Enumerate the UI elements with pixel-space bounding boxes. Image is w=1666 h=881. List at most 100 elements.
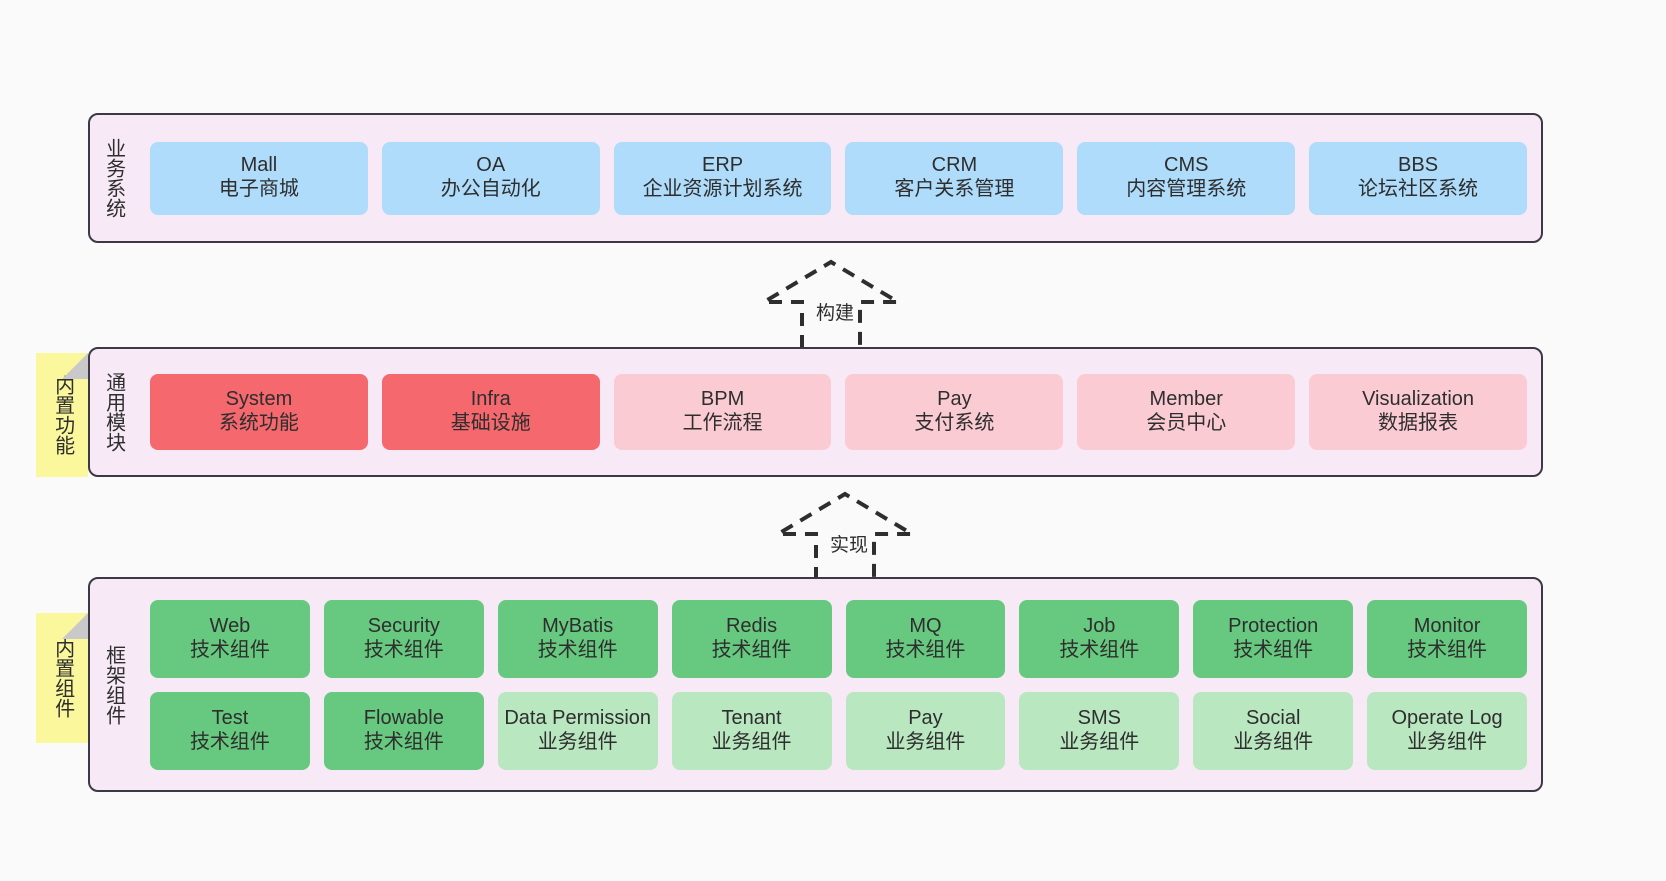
layer-business-label: 业务系统 [102,138,125,218]
framework-item-sms[interactable]: SMS 业务组件 [1019,691,1180,770]
sticky-note-builtin-features: 内置功能 [36,353,88,477]
framework-item-redis[interactable]: Redis 技术组件 [671,599,832,678]
item-desc: 基础设施 [450,412,531,434]
item-name: OA [476,154,506,177]
item-name: Security [367,614,440,637]
item-name: SMS [1077,706,1121,729]
framework-item-data-permission[interactable]: Data Permission 业务组件 [497,691,658,770]
item-desc: 技术组件 [711,638,792,661]
connector-build-label: 构建 [816,303,855,324]
modules-row: System 系统功能 Infra 基础设施 BPM 工作流程 Pay 支付系统… [150,374,1527,450]
item-desc: 数据报表 [1378,412,1459,434]
item-desc: 论坛社区系统 [1358,178,1479,200]
item-name: Member [1149,388,1223,411]
business-item-oa[interactable]: OA 办公自动化 [381,141,600,215]
item-desc: 业务组件 [537,730,618,753]
framework-item-test[interactable]: Test 技术组件 [150,691,310,770]
business-item-bbs[interactable]: BBS 论坛社区系统 [1309,141,1527,215]
item-desc: 客户关系管理 [894,178,1015,200]
item-desc: 业务组件 [1059,730,1140,753]
framework-item-job[interactable]: Job 技术组件 [1019,599,1180,678]
framework-item-mybatis[interactable]: MyBatis 技术组件 [497,599,658,678]
module-item-visualization[interactable]: Visualization 数据报表 [1309,374,1527,450]
layer-common-modules: 通用模块 System 系统功能 Infra 基础设施 BPM 工作流程 Pay… [88,347,1543,477]
business-item-crm[interactable]: CRM 客户关系管理 [845,141,1064,215]
framework-item-monitor[interactable]: Monitor 技术组件 [1367,599,1527,678]
framework-item-protection[interactable]: Protection 技术组件 [1193,599,1354,678]
item-name: Flowable [363,706,444,729]
module-item-pay[interactable]: Pay 支付系统 [845,374,1064,450]
module-item-infra[interactable]: Infra 基础设施 [381,374,600,450]
framework-item-pay[interactable]: Pay 业务组件 [845,691,1006,770]
item-name: Infra [470,388,511,411]
item-name: Monitor [1413,614,1481,637]
sticky-label: 内置组件 [51,638,74,718]
framework-item-web[interactable]: Web 技术组件 [150,599,310,678]
item-name: Redis [725,614,778,637]
item-desc: 技术组件 [189,638,270,661]
connector-implement: 实现 [770,490,920,582]
item-name: CMS [1164,154,1209,177]
item-name: Visualization [1362,388,1475,411]
framework-item-tenant[interactable]: Tenant 业务组件 [671,691,832,770]
item-name: MyBatis [542,614,614,637]
framework-item-operate-log[interactable]: Operate Log 业务组件 [1367,691,1527,770]
item-name: Pay [908,706,943,729]
connector-implement-label: 实现 [830,535,869,556]
item-desc: 系统功能 [218,412,299,434]
layer-framework-body: Web 技术组件 Security 技术组件 MyBatis 技术组件 Redi… [136,579,1541,790]
framework-item-security[interactable]: Security 技术组件 [323,599,484,678]
item-desc: 技术组件 [1059,638,1140,661]
item-name: CRM [931,154,978,177]
framework-item-flowable[interactable]: Flowable 技术组件 [323,691,484,770]
layer-modules-body: System 系统功能 Infra 基础设施 BPM 工作流程 Pay 支付系统… [136,349,1541,475]
item-desc: 技术组件 [363,638,444,661]
item-desc: 会员中心 [1146,412,1227,434]
item-name: Pay [937,388,972,411]
framework-row-technical: Web 技术组件 Security 技术组件 MyBatis 技术组件 Redi… [150,599,1527,678]
item-desc: 工作流程 [682,412,763,434]
framework-item-mq[interactable]: MQ 技术组件 [845,599,1006,678]
item-name: Test [211,706,249,729]
item-name: System [225,388,293,411]
item-desc: 业务组件 [1407,730,1488,753]
item-desc: 技术组件 [1407,638,1488,661]
item-desc: 技术组件 [1233,638,1314,661]
item-name: Operate Log [1391,706,1503,729]
framework-row-business: Test 技术组件 Flowable 技术组件 Data Permission … [150,691,1527,770]
item-desc: 企业资源计划系统 [642,178,803,200]
item-desc: 技术组件 [363,730,444,753]
item-desc: 办公自动化 [440,178,541,200]
item-desc: 业务组件 [711,730,792,753]
module-item-member[interactable]: Member 会员中心 [1077,374,1296,450]
layer-business-body: Mall 电子商城 OA 办公自动化 ERP 企业资源计划系统 CRM 客户关系… [136,115,1541,241]
item-name: Data Permission [504,706,652,729]
item-name: Protection [1228,614,1319,637]
item-name: BBS [1398,154,1439,177]
item-desc: 技术组件 [537,638,618,661]
item-name: Web [209,614,251,637]
sticky-label: 内置功能 [51,375,74,455]
sticky-note-builtin-components: 内置组件 [36,613,88,743]
framework-item-social[interactable]: Social 业务组件 [1193,691,1354,770]
item-desc: 业务组件 [1233,730,1314,753]
layer-framework-label: 框架组件 [102,644,125,725]
layer-modules-label: 通用模块 [102,372,125,452]
business-item-mall[interactable]: Mall 电子商城 [150,141,368,215]
business-row: Mall 电子商城 OA 办公自动化 ERP 企业资源计划系统 CRM 客户关系… [150,141,1527,215]
item-desc: 电子商城 [218,178,299,200]
item-desc: 内容管理系统 [1126,178,1247,200]
item-desc: 技术组件 [885,638,966,661]
layer-framework-components: 框架组件 Web 技术组件 Security 技术组件 MyBatis 技术组件… [88,577,1543,792]
connector-build: 构建 [756,258,906,350]
item-desc: 业务组件 [885,730,966,753]
business-item-erp[interactable]: ERP 企业资源计划系统 [613,141,832,215]
item-name: ERP [702,154,744,177]
item-desc: 技术组件 [189,730,270,753]
module-item-bpm[interactable]: BPM 工作流程 [613,374,832,450]
item-name: MQ [909,614,942,637]
item-name: Job [1083,614,1116,637]
module-item-system[interactable]: System 系统功能 [150,374,368,450]
business-item-cms[interactable]: CMS 内容管理系统 [1077,141,1296,215]
